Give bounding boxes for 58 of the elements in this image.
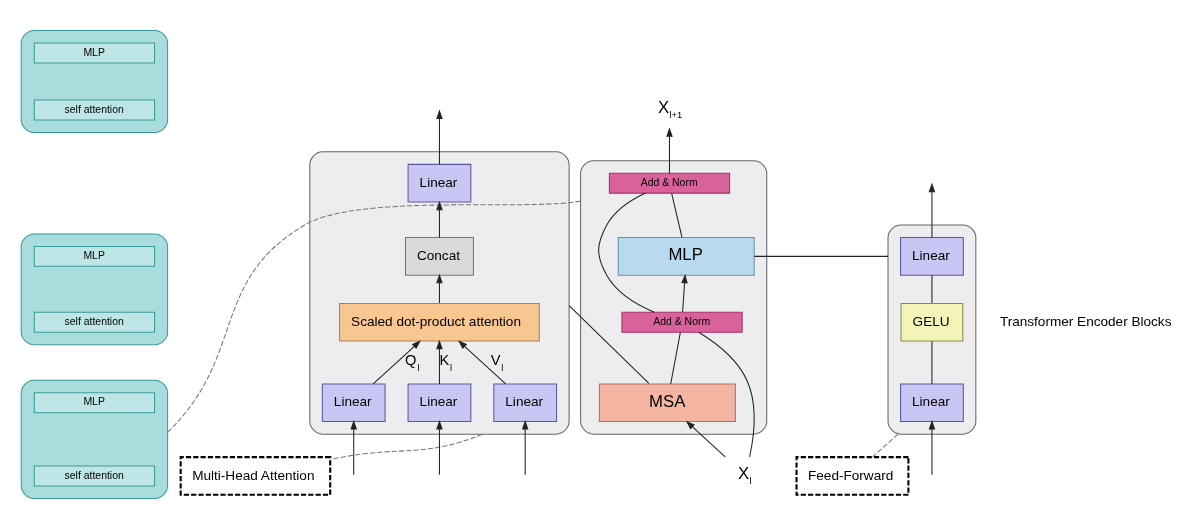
node-box: Scaled dot-product attention <box>339 302 540 342</box>
connector <box>167 200 582 433</box>
arrow <box>372 339 421 384</box>
connector <box>931 274 933 304</box>
arrow <box>928 419 936 475</box>
node-box: Multi-Head Attention <box>179 455 332 496</box>
node-box: self attention <box>33 465 156 486</box>
connector <box>931 340 933 384</box>
edge-label: V$_{l}$ <box>490 351 504 373</box>
cluster <box>20 29 169 133</box>
node-box: Linear <box>900 236 964 276</box>
node-box: self attention <box>33 311 156 333</box>
arrow <box>666 126 673 174</box>
label: Transformer Encoder Blocks <box>999 313 1172 329</box>
arrow <box>681 273 688 313</box>
arrow <box>350 419 357 475</box>
node-box: Add & Norm <box>621 311 743 333</box>
edge-label: Q$_{l}$ <box>404 351 420 373</box>
cluster <box>887 224 977 435</box>
cluster <box>580 159 768 435</box>
arrow <box>436 419 443 475</box>
connector <box>598 192 655 313</box>
cluster <box>20 379 169 499</box>
node-box: MLP <box>33 42 156 63</box>
node-box: Linear <box>407 163 472 203</box>
node-box: GELU <box>900 302 964 342</box>
node-box: Linear <box>321 382 386 422</box>
node-text: X$_{l+1}$ <box>657 97 683 120</box>
edge-label: K$_{l}$ <box>439 351 452 373</box>
connector <box>670 331 681 384</box>
node-box: MLP <box>617 236 755 276</box>
connector <box>698 331 755 457</box>
node-box: self attention <box>33 99 156 120</box>
arrow <box>436 273 443 304</box>
arrow <box>685 420 726 457</box>
node-box: Linear <box>493 382 558 422</box>
arrow <box>436 109 443 165</box>
node-box: MLP <box>33 391 156 413</box>
connector <box>671 192 683 238</box>
arrow <box>928 182 936 238</box>
arrow <box>436 339 443 384</box>
connector <box>753 255 889 257</box>
cluster <box>309 150 570 435</box>
arrow <box>521 419 529 475</box>
arrow <box>457 339 507 384</box>
connector <box>330 433 483 460</box>
node-box: MSA <box>598 382 736 422</box>
node-box: Add & Norm <box>608 172 731 194</box>
node-box: Concat <box>404 236 474 276</box>
node-box: Feed-Forward <box>795 455 910 496</box>
node-box: Linear <box>407 382 472 422</box>
node-text: X$_{l}$ <box>737 463 752 486</box>
connector <box>568 304 650 384</box>
node-box: Linear <box>900 382 964 422</box>
cluster <box>20 232 169 345</box>
node-box: MLP <box>33 245 156 267</box>
connector <box>872 433 899 457</box>
arrow <box>436 200 443 238</box>
